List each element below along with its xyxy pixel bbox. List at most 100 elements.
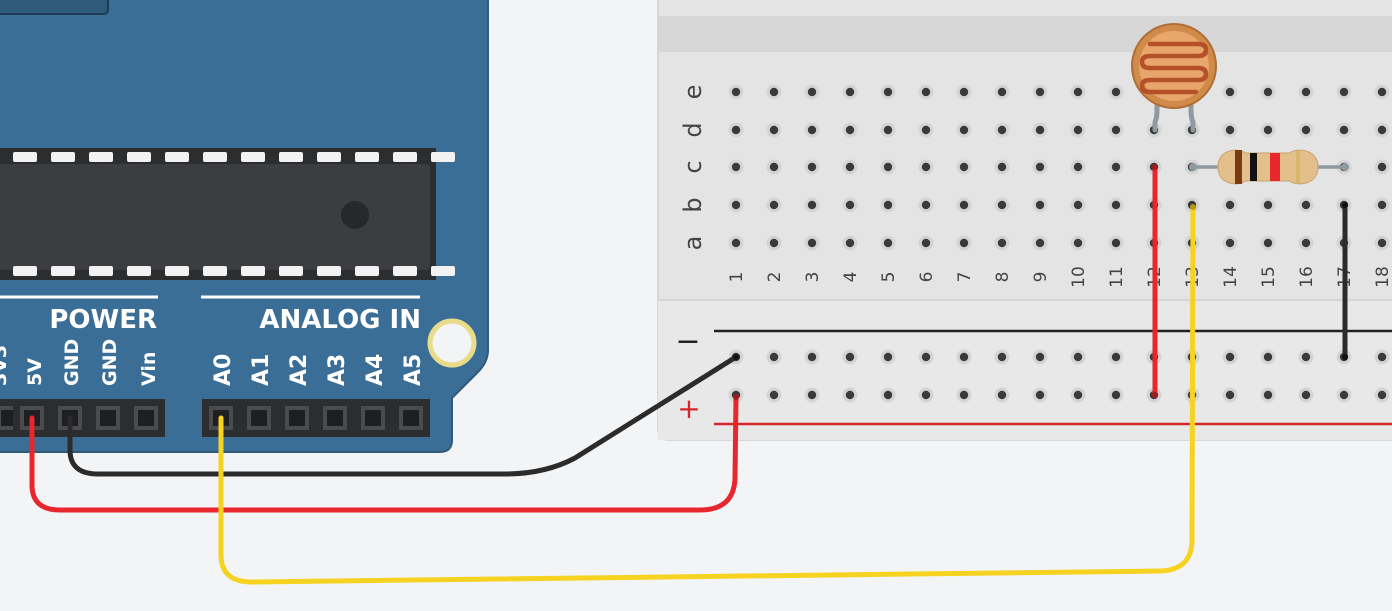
- breadboard-hole-center: [883, 238, 893, 248]
- breadboard-hole-center: [1073, 238, 1083, 248]
- analog-pin-label: A2: [287, 354, 312, 386]
- chip-pin: [431, 266, 455, 276]
- analog-header-socket-hole: [327, 410, 343, 426]
- row-label: a: [679, 236, 707, 251]
- breadboard-hole-center: [1301, 238, 1311, 248]
- rail-hole-center: [997, 352, 1007, 362]
- wires[interactable]: [29, 164, 1348, 585]
- breadboard-hole-center: [731, 162, 741, 172]
- breadboard-hole-center: [1035, 200, 1045, 210]
- analog-header-housing: [202, 399, 430, 437]
- power-pin-label: Vin: [138, 352, 160, 386]
- photoresistor-trace: [1139, 41, 1209, 95]
- chip-pin: [203, 152, 227, 162]
- chip-pin: [317, 266, 341, 276]
- rail-hole-center: [1263, 390, 1273, 400]
- photoresistor[interactable]: [1131, 23, 1217, 133]
- breadboard-hole-center: [1073, 87, 1083, 97]
- wire-black-gnd[interactable]: [67, 354, 739, 477]
- breadboard-hole-center: [1339, 125, 1349, 135]
- breadboard-hole-center: [1035, 87, 1045, 97]
- wire-end-dot: [733, 354, 739, 360]
- breadboard-hole-center: [1263, 87, 1273, 97]
- breadboard-hole-center: [1225, 125, 1235, 135]
- rail-hole-center: [1263, 352, 1273, 362]
- chip-pin: [89, 152, 113, 162]
- analog-header-socket-hole: [403, 410, 419, 426]
- breadboard-hole-center: [883, 87, 893, 97]
- column-number: 4: [841, 272, 861, 283]
- microcontroller-chip: [0, 148, 455, 280]
- breadboard-hole-center: [807, 238, 817, 248]
- chip-pin: [127, 152, 151, 162]
- column-number: 8: [993, 272, 1013, 283]
- breadboard-rail-section: [658, 300, 1392, 440]
- resistor-band-gold: [1296, 151, 1300, 183]
- breadboard-hole-center: [731, 238, 741, 248]
- breadboard-hole-center: [1301, 125, 1311, 135]
- chip-pin: [241, 152, 265, 162]
- power-header-socket-hole: [100, 410, 116, 426]
- breadboard-hole-center: [1035, 125, 1045, 135]
- breadboard-hole-center: [921, 162, 931, 172]
- breadboard-hole-center: [1301, 200, 1311, 210]
- column-number: 18: [1373, 266, 1392, 288]
- chip-pin: [13, 266, 37, 276]
- column-number: 9: [1031, 272, 1051, 283]
- breadboard-hole-center: [1225, 87, 1235, 97]
- breadboard-hole-center: [883, 162, 893, 172]
- breadboard-hole-center: [845, 162, 855, 172]
- power-pin-label: GND: [61, 339, 83, 386]
- resistor[interactable]: [1189, 149, 1349, 185]
- rail-hole-center: [1377, 352, 1387, 362]
- wire-end-dot: [1190, 204, 1196, 210]
- breadboard-hole-center: [769, 87, 779, 97]
- breadboard-hole-center: [769, 162, 779, 172]
- column-number: 10: [1069, 266, 1089, 288]
- breadboard-hole-center: [997, 125, 1007, 135]
- analog-header-socket-hole: [365, 410, 381, 426]
- wire-red-5v[interactable]: [29, 394, 739, 513]
- wire-end-dot: [1342, 202, 1348, 208]
- power-header-socket-hole: [138, 410, 154, 426]
- breadboard-hole-center: [921, 238, 931, 248]
- pin-headers[interactable]: [0, 399, 430, 437]
- breadboard-hole-center: [1377, 87, 1387, 97]
- chip-pin: [431, 152, 455, 162]
- breadboard-hole-center: [1377, 162, 1387, 172]
- breadboard-hole-center: [845, 125, 855, 135]
- breadboard-hole-center: [1073, 200, 1083, 210]
- breadboard-hole-center: [883, 200, 893, 210]
- rail-hole-center: [1073, 390, 1083, 400]
- column-number: 11: [1107, 266, 1127, 288]
- breadboard-hole-center: [959, 238, 969, 248]
- rail-hole-center: [769, 352, 779, 362]
- breadboard-hole-center: [769, 200, 779, 210]
- chip-pin: [89, 266, 113, 276]
- chip-pin: [355, 152, 379, 162]
- breadboard-hole-center: [1111, 238, 1121, 248]
- rail-hole-center: [1301, 390, 1311, 400]
- breadboard-hole-center: [959, 87, 969, 97]
- breadboard-hole-center: [769, 125, 779, 135]
- breadboard-hole-center: [731, 200, 741, 210]
- wire-end-dot: [733, 394, 739, 400]
- wire-yellow-a0[interactable]: [218, 204, 1196, 585]
- breadboard-hole-center: [1263, 125, 1273, 135]
- breadboard-hole-center: [1111, 162, 1121, 172]
- rail-hole-center: [883, 390, 893, 400]
- rail-hole-center: [1339, 390, 1349, 400]
- row-label: c: [679, 160, 707, 173]
- breadboard-hole-center: [997, 238, 1007, 248]
- column-number: 6: [917, 272, 937, 283]
- chip-pin: [393, 266, 417, 276]
- resistor-band-brown: [1235, 150, 1242, 184]
- rail-hole-center: [1225, 352, 1235, 362]
- column-number: 3: [803, 272, 823, 283]
- column-number: 14: [1221, 266, 1241, 288]
